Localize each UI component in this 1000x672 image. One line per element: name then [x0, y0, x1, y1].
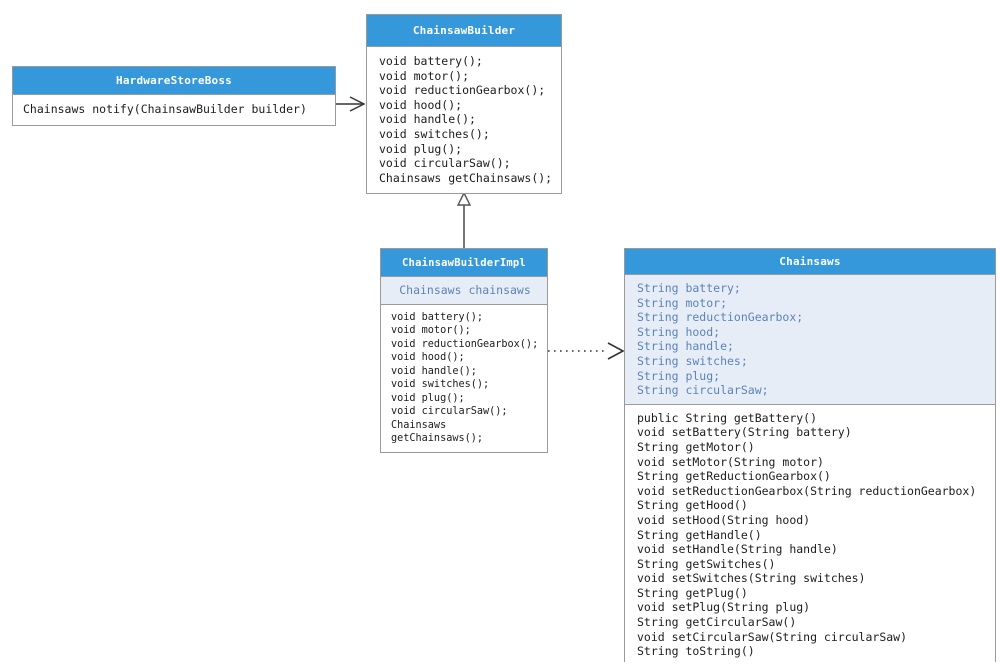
- operations-compartment-hardware-store-boss: Chainsaws notify(ChainsawBuilder builder…: [13, 95, 335, 123]
- attribute-row: Chainsaws chainsaws: [399, 283, 531, 297]
- class-title-chainsaw-builder: ChainsawBuilder: [367, 15, 561, 47]
- attribute-row: String hood;: [637, 324, 721, 339]
- operation-row: void motor();: [391, 325, 471, 337]
- operation-row: void switches();: [379, 126, 490, 141]
- operation-row: String toString(): [637, 644, 755, 659]
- operation-row: String getMotor(): [637, 439, 755, 454]
- operation-row: void hood();: [379, 97, 463, 112]
- operation-row: void reductionGearbox();: [391, 338, 539, 350]
- class-title-chainsaws: Chainsaws: [625, 249, 995, 275]
- operation-row: void plug();: [379, 141, 463, 156]
- operation-row: void battery();: [379, 54, 483, 68]
- operation-row: void handle();: [379, 112, 476, 127]
- operation-row: void circularSaw();: [379, 156, 511, 171]
- edge-impl-to-chainsaws: [548, 342, 625, 360]
- operation-row: String getHood(): [637, 498, 748, 513]
- class-box-hardware-store-boss[interactable]: HardwareStoreBoss Chainsaws notify(Chain…: [12, 66, 336, 126]
- operation-row: Chainsaws notify(ChainsawBuilder builder…: [23, 102, 307, 116]
- operation-row: void setCircularSaw(String circularSaw): [637, 629, 908, 644]
- class-box-chainsaw-builder-impl[interactable]: ChainsawBuilderImpl Chainsaws chainsaws …: [380, 248, 548, 453]
- operation-row: void handle();: [391, 365, 477, 377]
- operation-row: void hood();: [391, 352, 465, 364]
- operation-row: String getCircularSaw(): [637, 615, 797, 630]
- operation-row: void setMotor(String motor): [637, 454, 824, 469]
- attribute-row: String motor;: [637, 295, 728, 310]
- class-title-hardware-store-boss: HardwareStoreBoss: [13, 67, 335, 95]
- attribute-row: String switches;: [637, 353, 748, 368]
- operation-row: Chainsaws getChainsaws();: [379, 170, 553, 185]
- operation-row: getChainsaws();: [391, 433, 484, 445]
- attribute-row: String battery;: [637, 281, 741, 295]
- operation-row: String getHandle(): [637, 527, 762, 542]
- operations-compartment-chainsaw-builder: void battery(); void motor(); void reduc…: [367, 47, 561, 192]
- operation-row: public String getBattery(): [637, 410, 818, 425]
- operation-row: void setPlug(String plug): [637, 600, 811, 615]
- operation-row: void battery();: [391, 311, 484, 323]
- operation-row: void reductionGearbox();: [379, 83, 546, 98]
- attribute-row: String reductionGearbox;: [637, 310, 804, 325]
- operation-row: void setSwitches(String switches): [637, 571, 866, 586]
- operation-row: void circularSaw();: [391, 406, 508, 418]
- attributes-compartment-chainsaws: String battery; String motor; String red…: [625, 275, 995, 405]
- operation-row: String getPlug(): [637, 585, 748, 600]
- operation-row: void switches();: [391, 379, 490, 391]
- operation-row: void motor();: [379, 68, 470, 83]
- attributes-compartment-chainsaw-builder-impl: Chainsaws chainsaws: [381, 277, 547, 305]
- operation-row: Chainsaws: [391, 419, 447, 431]
- operation-row: void setBattery(String battery): [637, 425, 852, 440]
- attribute-row: String circularSaw;: [637, 383, 769, 398]
- attribute-row: String handle;: [637, 339, 734, 354]
- operations-compartment-chainsaw-builder-impl: void battery(); void motor(); void reduc…: [381, 304, 547, 452]
- operations-compartment-chainsaws: public String getBattery() void setBatte…: [625, 404, 995, 665]
- class-title-chainsaw-builder-impl: ChainsawBuilderImpl: [381, 249, 547, 277]
- class-box-chainsaws[interactable]: Chainsaws String battery; String motor; …: [624, 248, 996, 665]
- operation-row: String getReductionGearbox(): [637, 469, 831, 484]
- operation-row: void setHandle(String handle): [637, 542, 838, 557]
- edge-impl-to-builder: [456, 191, 472, 248]
- operation-row: void plug();: [391, 392, 465, 404]
- operation-row: void setReductionGearbox(String reductio…: [637, 483, 977, 498]
- operation-row: String getSwitches(): [637, 556, 776, 571]
- edge-boss-to-builder: [336, 96, 366, 112]
- class-box-chainsaw-builder[interactable]: ChainsawBuilder void battery(); void mot…: [366, 14, 562, 194]
- attribute-row: String plug;: [637, 368, 721, 383]
- operation-row: void setHood(String hood): [637, 512, 811, 527]
